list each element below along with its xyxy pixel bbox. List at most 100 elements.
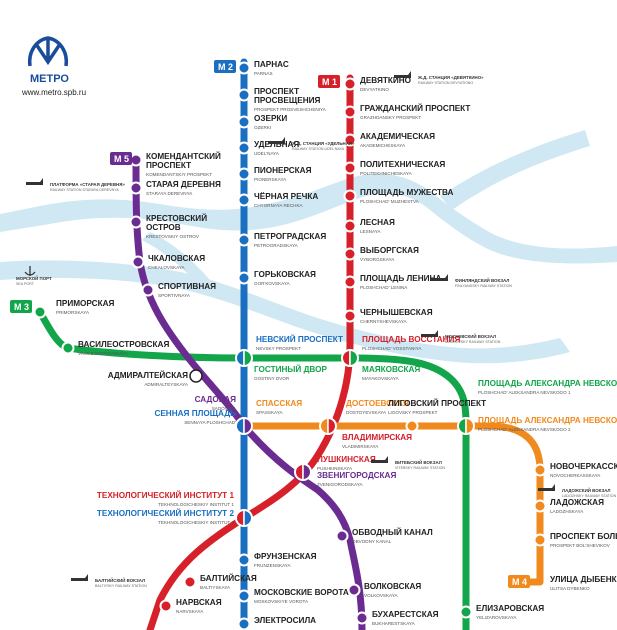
station-label-vasileostr[interactable]: ВАСИЛЕОСТРОВСКАЯ: [78, 340, 169, 349]
station-label-ligovsky[interactable]: ЛИГОВСКИЙ ПРОСПЕКТ: [388, 397, 486, 408]
station-label-sennaya[interactable]: СЕННАЯ ПЛОЩАДЬ: [154, 409, 236, 418]
station-label-chernaya[interactable]: ЧЁРНАЯ РЕЧКА: [254, 191, 318, 201]
station-marker-akademicheskaya[interactable]: [343, 133, 357, 147]
transfer-sadovaya[interactable]: [235, 417, 253, 435]
station-marker-novocherkasskaya[interactable]: [533, 463, 547, 477]
station-marker-prosveshcheniya[interactable]: [237, 88, 251, 102]
transfer-nevsky[interactable]: [235, 349, 253, 367]
station-label-lesnaya[interactable]: ЛЕСНАЯ: [360, 218, 395, 227]
station-marker-chkalovskaya[interactable]: [131, 255, 145, 269]
station-marker-ligovsky[interactable]: [405, 419, 419, 433]
station-label-devyatkino[interactable]: ДЕВЯТКИНО: [360, 76, 412, 85]
station-label-admiralteyskaya[interactable]: АДМИРАЛТЕЙСКАЯ: [108, 369, 188, 380]
station-label-grazhdansky[interactable]: ГРАЖДАНСКИЙ ПРОСПЕКТ: [360, 102, 470, 113]
station-marker-bolshevikov[interactable]: [533, 533, 547, 547]
station-marker-devyatkino[interactable]: [343, 77, 357, 91]
metro-url[interactable]: www.metro.spb.ru: [21, 88, 86, 97]
station-label-tech1[interactable]: ТЕХНОЛОГИЧЕСКИЙ ИНСТИТУТ 1: [97, 489, 235, 500]
station-label-nevskogo1[interactable]: ПЛОЩАДЬ АЛЕКСАНДРА НЕВСКОГО 1: [478, 379, 617, 388]
station-label-chkalovskaya[interactable]: ЧКАЛОВСКАЯ: [148, 254, 205, 263]
station-marker-bukharestskaya[interactable]: [355, 611, 369, 625]
station-label-udelnaya[interactable]: УДЕЛЬНАЯ: [254, 140, 299, 149]
station-label-frunzenskaya[interactable]: ФРУНЗЕНСКАЯ: [254, 552, 317, 561]
station-label-zvenigorodskaya[interactable]: ЗВЕНИГОРОДСКАЯ: [317, 471, 396, 480]
station-label-politekh[interactable]: ПОЛИТЕХНИЧЕСКАЯ: [360, 160, 445, 169]
station-marker-primorskaya[interactable]: [33, 305, 47, 319]
station-marker-ozerki[interactable]: [237, 115, 251, 129]
station-marker-lenina[interactable]: [343, 275, 357, 289]
station-label-bolshevikov[interactable]: ПРОСПЕКТ БОЛЬШЕВИКОВ: [550, 532, 617, 541]
station-marker-baltiyskaya[interactable]: [183, 575, 197, 589]
station-marker-elektrosila[interactable]: [237, 617, 251, 630]
station-label-elizarovskaya[interactable]: ЕЛИЗАРОВСКАЯ: [476, 604, 544, 613]
station-label-pionerskaya[interactable]: ПИОНЕРСКАЯ: [254, 166, 312, 175]
station-marker-sportivnaya[interactable]: [141, 283, 155, 297]
transfer-dostoevskaya[interactable]: [319, 417, 337, 435]
station-label-pushkinskaya[interactable]: ПУШКИНСКАЯ: [317, 455, 376, 464]
station-label-sadovaya[interactable]: САДОВАЯ: [195, 395, 237, 404]
station-label-gostiny[interactable]: ГОСТИНЫЙ ДВОР: [254, 363, 327, 374]
station-label-vladimirskaya[interactable]: ВЛАДИМИРСКАЯ: [342, 433, 412, 442]
station-marker-elizarovskaya[interactable]: [459, 605, 473, 619]
station-marker-krestovsky[interactable]: [129, 215, 143, 229]
station-label-primorskaya[interactable]: ПРИМОРСКАЯ: [56, 299, 114, 308]
station-label-akademicheskaya[interactable]: АКАДЕМИЧЕСКАЯ: [360, 132, 435, 141]
station-label-dybenko[interactable]: УЛИЦА ДЫБЕНКО: [550, 575, 617, 584]
station-marker-obvodny[interactable]: [335, 529, 349, 543]
station-marker-udelnaya[interactable]: [237, 141, 251, 155]
station-marker-grazhdansky[interactable]: [343, 105, 357, 119]
station-label-obvodny[interactable]: ОБВОДНЫЙ КАНАЛ: [352, 526, 433, 537]
station-label-elektrosila[interactable]: ЭЛЕКТРОСИЛА: [254, 616, 316, 625]
station-marker-vyborgskaya[interactable]: [343, 247, 357, 261]
station-label-volkovskaya[interactable]: ВОЛКОВСКАЯ: [364, 582, 421, 591]
station-label-ozerki[interactable]: ОЗЕРКИ: [254, 114, 287, 123]
station-label-staraya[interactable]: СТАРАЯ ДЕРЕВНЯ: [146, 180, 221, 189]
transfer-vosstaniya[interactable]: [341, 349, 359, 367]
station-label-spasskaya[interactable]: СПАССКАЯ: [256, 399, 302, 408]
station-marker-volkovskaya[interactable]: [347, 583, 361, 597]
transfer-nevskogo1[interactable]: [457, 417, 475, 435]
station-label-chernyshevskaya[interactable]: ЧЕРНЫШЕВСКАЯ: [360, 308, 433, 317]
station-label-novocherkasskaya[interactable]: НОВОЧЕРКАССКАЯ: [550, 462, 617, 471]
station-label-baltiyskaya[interactable]: БАЛТИЙСКАЯ: [200, 572, 257, 583]
station-marker-narvskaya[interactable]: [159, 599, 173, 613]
station-marker-ladozhskaya[interactable]: [533, 499, 547, 513]
station-label-sportivnaya[interactable]: СПОРТИВНАЯ: [158, 282, 216, 291]
station-label-ladozhskaya[interactable]: ЛАДОЖСКАЯ: [550, 498, 604, 507]
station-marker-politekh[interactable]: [343, 161, 357, 175]
station-marker-muzhestva[interactable]: [343, 189, 357, 203]
station-label-dostoevskaya[interactable]: ДОСТОЕВСКАЯ: [346, 399, 409, 408]
station-marker-gorkovskaya[interactable]: [237, 271, 251, 285]
station-marker-pionerskaya[interactable]: [237, 167, 251, 181]
station-label-parnas[interactable]: ПАРНАС: [254, 60, 289, 69]
station-label-moskovskie[interactable]: МОСКОВСКИЕ ВОРОТА: [254, 588, 349, 597]
station-label-bukharestskaya[interactable]: БУХАРЕСТСКАЯ: [372, 610, 439, 619]
station-marker-frunzenskaya[interactable]: [237, 553, 251, 567]
transfer-pushkinskaya[interactable]: [294, 463, 312, 481]
station-label-petrogradskaya[interactable]: ПЕТРОГРАДСКАЯ: [254, 232, 326, 241]
station-label-vyborgskaya[interactable]: ВЫБОРГСКАЯ: [360, 246, 419, 255]
transfer-tech1[interactable]: [235, 509, 253, 527]
station-marker-chernaya[interactable]: [237, 193, 251, 207]
station-marker-chernyshevskaya[interactable]: [343, 309, 357, 323]
station-marker-lesnaya[interactable]: [343, 219, 357, 233]
station-label-tech2[interactable]: ТЕХНОЛОГИЧЕСКИЙ ИНСТИТУТ 2: [97, 507, 235, 518]
station-marker-petrogradskaya[interactable]: [237, 233, 251, 247]
station-marker-staraya[interactable]: [129, 181, 143, 195]
station-label-narvskaya[interactable]: НАРВСКАЯ: [176, 598, 222, 607]
station-label-muzhestva[interactable]: ПЛОЩАДЬ МУЖЕСТВА: [360, 188, 454, 197]
station-label-nevsky[interactable]: НЕВСКИЙ ПРОСПЕКТ: [256, 333, 343, 344]
station-label-lenina[interactable]: ПЛОЩАДЬ ЛЕНИНА: [360, 274, 441, 283]
station-label-mayakovskaya[interactable]: МАЯКОВСКАЯ: [362, 365, 420, 374]
station-label-nevskogo2[interactable]: ПЛОЩАДЬ АЛЕКСАНДРА НЕВСКОГО 2: [478, 416, 617, 425]
station-marker-parnas[interactable]: [237, 61, 251, 75]
station-marker-admiralteyskaya[interactable]: [189, 369, 203, 383]
station-marker-vasileostr[interactable]: [61, 341, 75, 355]
station-label-gorkovskaya[interactable]: ГОРЬКОВСКАЯ: [254, 270, 316, 279]
station-marker-komendantsky[interactable]: [129, 153, 143, 167]
station-marker-moskovskie[interactable]: [237, 589, 251, 603]
station-label-vosstaniya[interactable]: ПЛОЩАДЬ ВОССТАНИЯ: [362, 335, 460, 344]
